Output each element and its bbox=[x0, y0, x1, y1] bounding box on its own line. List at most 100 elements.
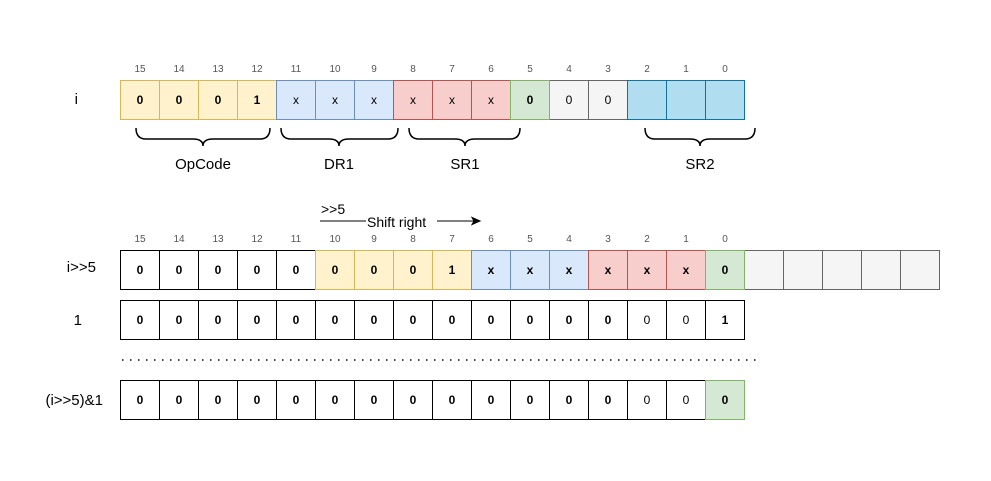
bit-cell: 0 bbox=[198, 380, 238, 420]
bit-value: 0 bbox=[292, 393, 300, 407]
bit-value: 0 bbox=[175, 313, 183, 327]
bit-index-label: 15 bbox=[134, 234, 146, 245]
bit-cell: 0 bbox=[393, 300, 433, 340]
bit-cell: 0 bbox=[276, 300, 316, 340]
bit-value: 0 bbox=[136, 263, 144, 277]
bit-index-label: 13 bbox=[212, 64, 224, 75]
bit-index-label: 9 bbox=[371, 64, 377, 75]
bit-index-label: 14 bbox=[173, 64, 185, 75]
bit-value: 0 bbox=[526, 93, 534, 107]
bit-index-label: 8 bbox=[410, 64, 416, 75]
bit-index-label: 1 bbox=[683, 64, 689, 75]
bit-value: 0 bbox=[253, 393, 261, 407]
bit-value: x bbox=[332, 93, 338, 107]
row-label-shifted: i>>5 bbox=[66, 259, 96, 276]
bit-cell: 0 bbox=[588, 380, 628, 420]
field-label-sr2: SR2 bbox=[685, 156, 715, 173]
bit-value: 0 bbox=[331, 263, 339, 277]
bit-index-label: 7 bbox=[449, 234, 455, 245]
bit-value: x bbox=[682, 263, 690, 277]
bit-value: 0 bbox=[136, 93, 144, 107]
bit-index-label: 0 bbox=[722, 234, 728, 245]
bit-value: 0 bbox=[409, 263, 417, 277]
bit-value: 0 bbox=[643, 393, 651, 407]
bit-cell: 0 bbox=[198, 300, 238, 340]
shift-text-label: Shift right bbox=[366, 214, 428, 230]
row-label-result: (i>>5)&1 bbox=[45, 392, 103, 409]
bit-value: x bbox=[604, 263, 612, 277]
bit-value: 1 bbox=[253, 93, 261, 107]
bit-index-label: 9 bbox=[371, 234, 377, 245]
bit-cell: 0 bbox=[627, 300, 667, 340]
bit-value: 0 bbox=[253, 263, 261, 277]
bit-index-label: 4 bbox=[566, 234, 572, 245]
bit-value: 0 bbox=[331, 393, 339, 407]
bit-cell: 0 bbox=[315, 380, 355, 420]
bit-index-label: 6 bbox=[488, 234, 494, 245]
bit-value: 1 bbox=[448, 263, 456, 277]
bit-value: x bbox=[488, 93, 494, 107]
bit-value: 0 bbox=[682, 313, 690, 327]
bit-cell: 1 12 bbox=[237, 64, 277, 120]
row-label-i: i bbox=[74, 91, 78, 108]
bit-cell: 0 15 bbox=[120, 64, 160, 120]
bit-cell: 0 bbox=[549, 300, 589, 340]
bit-index-label: 14 bbox=[173, 234, 185, 245]
bit-index-label: 12 bbox=[251, 64, 263, 75]
bit-cell: 0 bbox=[666, 300, 706, 340]
bit-index-label: 15 bbox=[134, 64, 146, 75]
bit-cell: 0 bbox=[705, 64, 745, 120]
bit-value: 0 bbox=[292, 313, 300, 327]
bit-cell: 0 bbox=[315, 300, 355, 340]
bit-value: 0 bbox=[604, 313, 612, 327]
bit-value: 0 bbox=[331, 313, 339, 327]
bit-value: 0 bbox=[136, 313, 144, 327]
bit-value: x bbox=[371, 93, 377, 107]
bit-cell: 0 bbox=[432, 300, 472, 340]
bit-cell: 0 bbox=[549, 380, 589, 420]
bit-cell: 0 bbox=[510, 300, 550, 340]
bit-cell bbox=[822, 250, 862, 290]
bit-value: 0 bbox=[721, 263, 729, 277]
bit-value: 1 bbox=[721, 313, 729, 327]
field-label-opcode: OpCode bbox=[175, 156, 231, 173]
bit-value: 0 bbox=[565, 313, 573, 327]
bit-index-label: 11 bbox=[290, 234, 302, 245]
bit-value: 0 bbox=[214, 93, 222, 107]
bit-cell: 0 bbox=[159, 300, 199, 340]
bit-cell: 0 bbox=[588, 300, 628, 340]
bit-index-label: 5 bbox=[527, 234, 533, 245]
bit-index-label: 0 bbox=[722, 64, 728, 75]
bit-index-label: 11 bbox=[290, 64, 302, 75]
bit-index-label: 5 bbox=[527, 64, 533, 75]
brace-opcode bbox=[135, 127, 271, 147]
row-label-one: 1 bbox=[73, 312, 82, 329]
bit-value: 0 bbox=[721, 393, 729, 407]
bit-cell: 0 bbox=[237, 300, 277, 340]
bit-cell bbox=[900, 250, 940, 290]
bit-cell: 0 bbox=[471, 300, 511, 340]
brace-sr2 bbox=[644, 127, 756, 147]
bit-value: x bbox=[487, 263, 495, 277]
bit-value: 0 bbox=[214, 393, 222, 407]
bit-value: 0 bbox=[409, 313, 417, 327]
field-label-dr1: DR1 bbox=[323, 156, 354, 173]
bit-cell: 0 bbox=[432, 380, 472, 420]
bit-value: x bbox=[643, 263, 651, 277]
bit-value: 0 bbox=[370, 263, 378, 277]
shift-amount-label: >>5 bbox=[321, 201, 346, 217]
bit-cell: 0 bbox=[237, 380, 277, 420]
